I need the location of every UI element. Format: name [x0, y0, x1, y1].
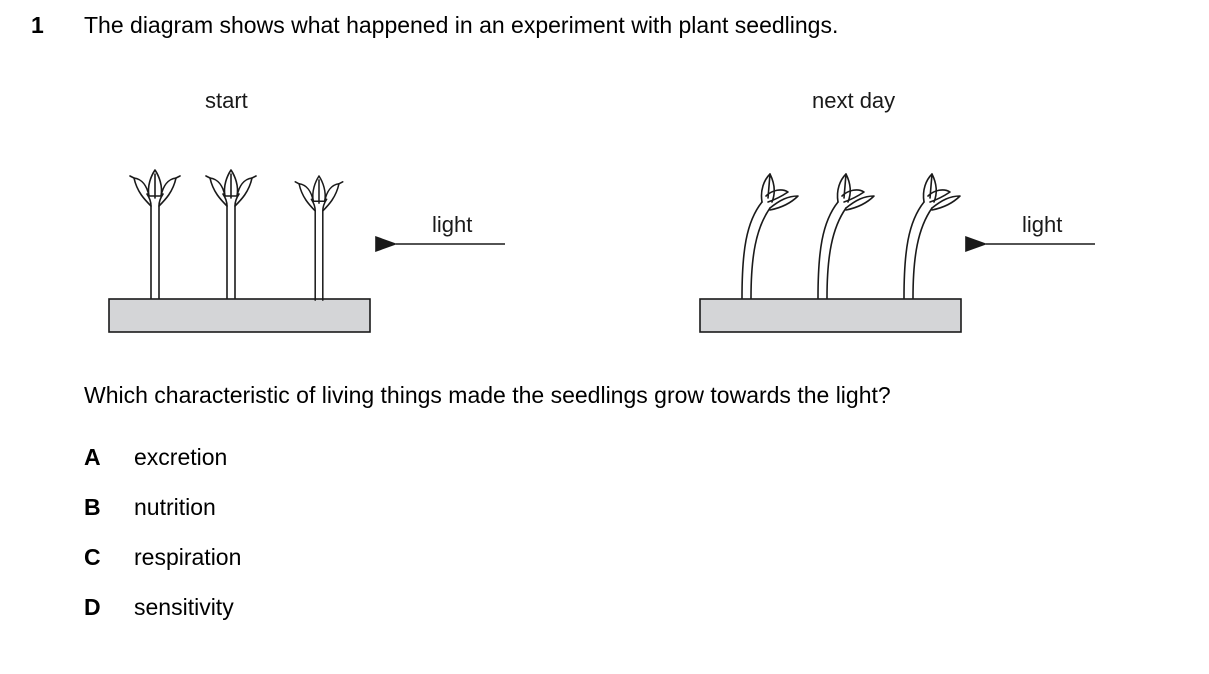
option-a-letter[interactable]: A	[84, 444, 101, 470]
option-a-text[interactable]: excretion	[134, 444, 228, 470]
next-day-caption: next day	[812, 88, 896, 113]
seedling-next-day-3	[903, 173, 961, 299]
seedling-start-1	[129, 169, 181, 299]
question-number: 1	[31, 12, 44, 38]
option-b-text[interactable]: nutrition	[134, 494, 216, 520]
option-b-letter[interactable]: B	[84, 494, 101, 520]
option-c-letter[interactable]: C	[84, 544, 101, 570]
seedling-next-day-1	[741, 173, 799, 299]
seedling-start-2	[205, 169, 257, 299]
light-label-start: light	[432, 212, 473, 237]
seedling-next-day-2	[817, 173, 875, 299]
question-stem: The diagram shows what happened in an ex…	[84, 12, 839, 38]
light-label-next-day: light	[1022, 212, 1063, 237]
soil-tray-start	[108, 298, 371, 333]
question-prompt: Which characteristic of living things ma…	[84, 382, 891, 408]
option-c-text[interactable]: respiration	[134, 544, 242, 570]
start-caption: start	[205, 88, 248, 113]
seedling-start-3	[294, 175, 344, 301]
option-d-letter[interactable]: D	[84, 594, 101, 620]
soil-tray-next-day	[699, 298, 962, 333]
option-d-text[interactable]: sensitivity	[134, 594, 234, 620]
